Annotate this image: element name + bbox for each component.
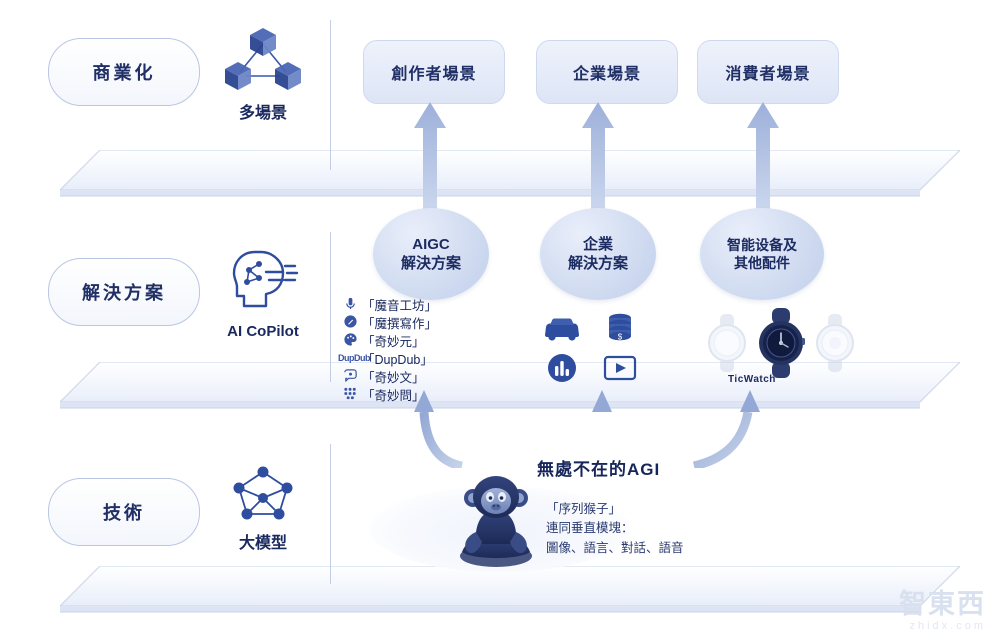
watch-center-icon — [759, 308, 805, 378]
product-item-mozhuan[interactable]: 「魔撰寫作」 — [338, 314, 437, 331]
solution-ellipse-device[interactable]: 智能设备及其他配件 — [700, 208, 824, 300]
model-line-2: 連同垂直模塊： — [546, 521, 634, 536]
device-watch-group — [700, 308, 862, 378]
meditating-monkey-icon — [440, 470, 552, 575]
car-icon[interactable] — [540, 312, 584, 344]
scene-box-enterprise[interactable]: 企業場景 — [536, 40, 678, 104]
watch-left-icon — [708, 314, 746, 372]
product-item-dupdub[interactable]: DupDub 「DupDub」 — [338, 350, 437, 367]
layer-pill-label: 解決方案 — [82, 283, 166, 303]
product-label: 「奇妙文」 — [362, 371, 425, 385]
watermark-main: 智東西 — [899, 589, 986, 619]
layer-pill-label: 技術 — [103, 503, 145, 523]
arrow-model-to-enterprise — [580, 388, 630, 473]
divider-solutions — [330, 232, 331, 382]
arrow-aigc-to-creator — [410, 102, 450, 219]
mic-icon — [338, 296, 362, 313]
aigc-product-list: 「魔音工坊」 「魔撰寫作」 「奇妙元」 DupDub 「DupDub」 「奇妙文… — [338, 296, 437, 404]
molecule-network-icon — [233, 466, 293, 520]
scene-label: 消費者場景 — [725, 66, 811, 83]
layer-icon-technology: 大模型 — [208, 462, 318, 553]
product-label: 「奇妙元」 — [362, 335, 425, 349]
solution-label: 智能设备及其他配件 — [727, 236, 797, 271]
arrow-enterprise-to-enterprise-scene — [578, 102, 618, 219]
product-item-qimiaowen-qa[interactable]: 「奇妙問」 — [338, 386, 437, 403]
product-item-moyin[interactable]: 「魔音工坊」 — [338, 296, 437, 313]
product-label: 「DupDub」 — [362, 353, 433, 367]
solution-label: 企業解決方案 — [567, 235, 628, 273]
arrow-device-to-consumer — [743, 102, 783, 219]
arrow-model-to-aigc — [400, 388, 470, 473]
scene-label: 企業場景 — [572, 66, 641, 83]
model-line-1: 「序列猴子」 — [546, 502, 622, 516]
coins-icon[interactable]: $ — [598, 312, 642, 344]
product-item-qimiaowen[interactable]: 「奇妙文」 — [338, 368, 437, 385]
watermark-sub: zhidx.com — [909, 620, 986, 632]
product-label: 「魔音工坊」 — [362, 299, 438, 313]
svg-text:$: $ — [618, 333, 623, 342]
cube-network-icon — [225, 28, 301, 90]
bar-chart-circle-icon[interactable] — [540, 352, 584, 384]
layer-icon-caption: 大模型 — [238, 535, 287, 552]
arrow-model-to-device — [690, 388, 780, 473]
video-play-icon[interactable] — [598, 352, 642, 384]
layer-icon-caption: AI CoPilot — [227, 323, 299, 340]
scene-box-creator[interactable]: 創作者場景 — [363, 40, 505, 104]
chat-idea-icon — [338, 368, 362, 385]
layer-pill-label: 商業化 — [92, 63, 156, 83]
device-brand-label: TicWatch — [728, 374, 776, 385]
watch-right-icon — [816, 314, 854, 372]
dupdub-logo-icon: DupDub — [338, 353, 371, 363]
layer-icon-solutions: AI CoPilot — [208, 242, 318, 340]
agi-title: 無處不在的AGI — [537, 460, 661, 479]
solution-ellipse-enterprise[interactable]: 企業解決方案 — [540, 208, 656, 300]
pen-circle-icon — [338, 314, 362, 331]
qa-icon — [338, 386, 362, 403]
watermark: 智東西 zhidx.com — [899, 589, 986, 633]
layer-icon-caption: 多場景 — [238, 105, 287, 122]
layer-slab-solutions — [60, 362, 960, 424]
ai-head-icon — [232, 250, 299, 308]
layer-pill-solutions[interactable]: 解決方案 — [48, 258, 200, 326]
layer-slab-commercialization — [60, 150, 960, 212]
layer-icon-commercialization: 多場景 — [208, 24, 318, 123]
product-label: 「魔撰寫作」 — [362, 317, 438, 331]
product-item-qimiaoyuan[interactable]: 「奇妙元」 — [338, 332, 437, 349]
layer-pill-technology[interactable]: 技術 — [48, 478, 200, 546]
layer-pill-commercialization[interactable]: 商業化 — [48, 38, 200, 106]
layer-slab-technology — [60, 566, 960, 628]
divider-technology — [330, 444, 331, 584]
divider-commercialization — [330, 20, 331, 170]
palette-icon — [338, 332, 362, 349]
model-line-3: 圖像、語言、對話、語音 — [546, 540, 684, 555]
scene-box-consumer[interactable]: 消費者場景 — [697, 40, 839, 104]
product-label: 「奇妙問」 — [362, 389, 425, 403]
scene-label: 創作者場景 — [391, 66, 477, 83]
enterprise-icon-grid: $ — [540, 312, 644, 384]
model-description: 「序列猴子」 連同垂直模塊： 圖像、語言、對話、語音 — [546, 500, 684, 558]
